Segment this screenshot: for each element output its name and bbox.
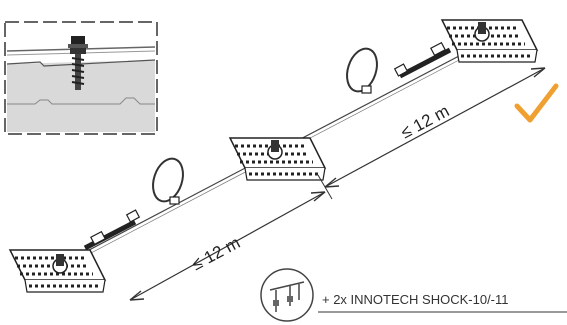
shock-absorber-icon [260, 268, 314, 322]
shock-absorber-ring-upper [346, 47, 378, 94]
shock-absorber-legend: + 2x INNOTECH SHOCK-10/-11 [260, 268, 567, 322]
anchor-plate-bottom [8, 249, 107, 293]
tensioner-lower [83, 209, 141, 251]
check-mark-icon [514, 83, 559, 123]
screw-icon [68, 36, 88, 90]
dimension-label-upper: ≤ 12 m [398, 101, 453, 142]
dimension-line-lower [129, 191, 326, 301]
anchor-plate-top [440, 19, 539, 63]
lifeline-cable [69, 44, 483, 264]
anchor-plate-middle [228, 137, 327, 181]
fastener-detail-inset [4, 21, 158, 135]
shock-absorber-ring-lower [152, 157, 184, 205]
dimension-line-upper [317, 67, 546, 200]
dimension-label-lower: ≤ 12 m [189, 233, 244, 274]
tensioner-upper [393, 41, 452, 79]
legend-text: + 2x INNOTECH SHOCK-10/-11 [322, 292, 509, 307]
